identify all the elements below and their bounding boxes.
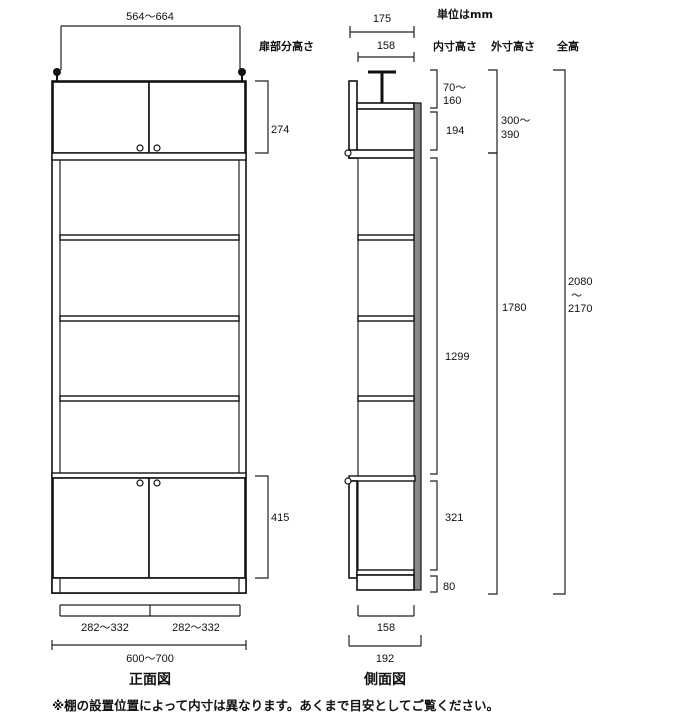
total-height-label-2: 〜 <box>571 290 582 302</box>
side-middle-board <box>348 475 416 482</box>
side-shelf <box>357 315 415 322</box>
total-height-header: 全高 <box>556 39 579 53</box>
inner-height-header: 内寸高さ <box>433 39 477 53</box>
knob-icon <box>153 144 161 152</box>
side-door-lower <box>348 480 358 579</box>
lower-door-left <box>52 477 150 579</box>
top-depth-label: 175 <box>373 13 391 25</box>
bottom-inner-depth-dimension: 158 <box>357 605 415 634</box>
knob-icon <box>153 479 161 487</box>
shelf <box>59 315 240 322</box>
total-height-label-1: 2080 <box>568 276 592 288</box>
upper-door-height-label: 274 <box>271 124 289 136</box>
top-panel <box>356 102 415 110</box>
total-height-dimension: 2080 〜 2170 <box>553 69 592 595</box>
front-view-title: 正面図 <box>129 672 171 688</box>
overall-width-dimension: 600〜700 <box>51 640 247 665</box>
top-board <box>51 152 247 161</box>
side-plinth <box>356 574 415 591</box>
inner-lower-label: 321 <box>445 512 463 524</box>
shelf <box>59 234 240 241</box>
inner-height-dimensions: 70〜 160 194 1299 321 80 <box>430 69 469 593</box>
footnote: ※棚の設置位置によって内寸は異なります。あくまで目安としてご覧ください。 <box>52 698 499 713</box>
knob-icon <box>344 149 352 157</box>
total-height-label-3: 2170 <box>568 303 592 315</box>
knob-icon <box>136 479 144 487</box>
outer-main-label: 1780 <box>502 302 526 314</box>
outer-height-dimensions: 300〜 390 1780 <box>488 69 530 595</box>
ceiling-brace <box>368 70 396 103</box>
side-door-upper <box>348 80 358 159</box>
door-width-dimension: 282〜332 282〜332 <box>59 604 241 634</box>
side-top-board <box>348 149 416 159</box>
top-width-label: 564〜664 <box>126 11 174 23</box>
side-shelf <box>357 395 415 402</box>
upper-door-left <box>52 81 150 154</box>
side-shelf <box>357 234 415 241</box>
lower-door-height-dimension: 415 <box>255 475 289 579</box>
inner-top-gap-label-2: 160 <box>443 95 461 107</box>
upper-inner-depth-label: 158 <box>377 40 395 52</box>
lower-door-right <box>148 477 246 579</box>
lower-door-height-label: 415 <box>271 512 289 524</box>
inner-base-label: 80 <box>443 581 455 593</box>
ceiling-brace-knobs <box>53 68 246 81</box>
overall-width-label: 600〜700 <box>126 653 174 665</box>
top-depth-dimension: 175 <box>349 13 415 38</box>
side-view: 175 158 <box>344 13 592 688</box>
outer-upper-label-1: 300〜 <box>501 115 530 127</box>
inner-top-gap-label-1: 70〜 <box>443 82 466 94</box>
overall-depth-dimension: 192 <box>348 635 422 665</box>
unit-label: 単位はmm <box>437 7 493 21</box>
outer-upper-label-2: 390 <box>501 129 519 141</box>
outer-height-header: 外寸高さ <box>490 39 535 53</box>
knob-icon <box>136 144 144 152</box>
upper-door-height-dimension: 274 <box>255 80 289 154</box>
front-view: 564〜664 <box>51 11 289 688</box>
side-view-title: 側面図 <box>363 671 406 688</box>
door-width-left-label: 282〜332 <box>81 622 129 634</box>
shelf <box>59 395 240 402</box>
door-height-header: 扉部分高さ <box>259 39 314 53</box>
inner-middle-label: 1299 <box>445 351 469 363</box>
upper-inner-depth-dimension: 158 <box>357 40 415 62</box>
plinth <box>51 577 247 594</box>
top-width-dimension: 564〜664 <box>60 11 241 70</box>
knob-icon <box>344 477 352 485</box>
back-panel <box>413 102 422 591</box>
door-width-right-label: 282〜332 <box>172 622 220 634</box>
inner-upper-label: 194 <box>446 125 464 137</box>
bottom-inner-depth-label: 158 <box>377 622 395 634</box>
overall-depth-label: 192 <box>376 653 394 665</box>
upper-door-right <box>148 81 246 154</box>
